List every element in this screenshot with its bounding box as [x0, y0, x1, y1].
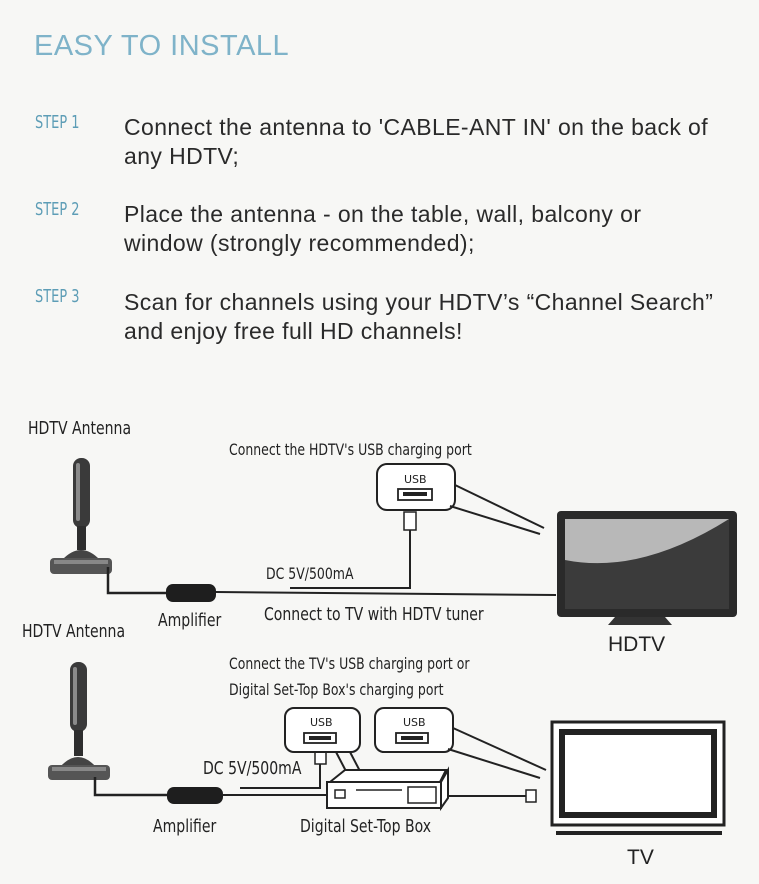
step-1-text: Connect the antenna to 'CABLE-ANT IN' on…: [124, 114, 709, 169]
tuner-note: Connect to TV with HDTV tuner: [264, 604, 484, 625]
amplifier-top-label: Amplifier: [158, 610, 222, 631]
antenna-bottom-icon: [48, 662, 110, 780]
set-top-box-label: Digital Set-Top Box: [300, 816, 432, 837]
usb-bottom-label-1: USB: [310, 716, 333, 729]
amplifier-bottom-icon: [167, 787, 223, 804]
set-top-box-icon: [326, 766, 449, 812]
hdtv-icon: [557, 511, 737, 625]
page-title: EASY TO INSTALL: [34, 30, 290, 62]
step-1-label: STEP 1: [35, 112, 80, 133]
tv-label: TV: [627, 846, 654, 869]
antenna-top-label: HDTV Antenna: [28, 418, 132, 439]
step-3-label: STEP 3: [35, 286, 80, 307]
antenna-bottom-label: HDTV Antenna: [22, 621, 126, 642]
usb-port-settop-icon: [374, 707, 547, 779]
usb-charging-note-bottom-line1: Connect the TV's USB charging port or: [229, 654, 470, 673]
usb-charging-note-bottom-line2: Digital Set-Top Box's charging port: [229, 680, 444, 699]
amplifier-top-icon: [166, 584, 216, 602]
hdtv-label: HDTV: [608, 633, 666, 656]
usb-charging-note-top: Connect the HDTV's USB charging port: [229, 440, 472, 459]
usb-port-top-icon: [376, 463, 545, 535]
antenna-top-icon: [50, 458, 112, 574]
power-label-bottom: DC 5V/500mA: [203, 758, 302, 779]
power-label-top: DC 5V/500mA: [266, 564, 354, 583]
usb-top-label: USB: [404, 473, 427, 486]
tv-icon: [550, 720, 726, 835]
step-2-text: Place the antenna - on the table, wall, …: [124, 201, 642, 256]
usb-bottom-label-2: USB: [403, 716, 426, 729]
step-3-text: Scan for channels using your HDTV’s “Cha…: [124, 289, 714, 344]
step-2-label: STEP 2: [35, 199, 80, 220]
amplifier-bottom-label: Amplifier: [153, 816, 217, 837]
